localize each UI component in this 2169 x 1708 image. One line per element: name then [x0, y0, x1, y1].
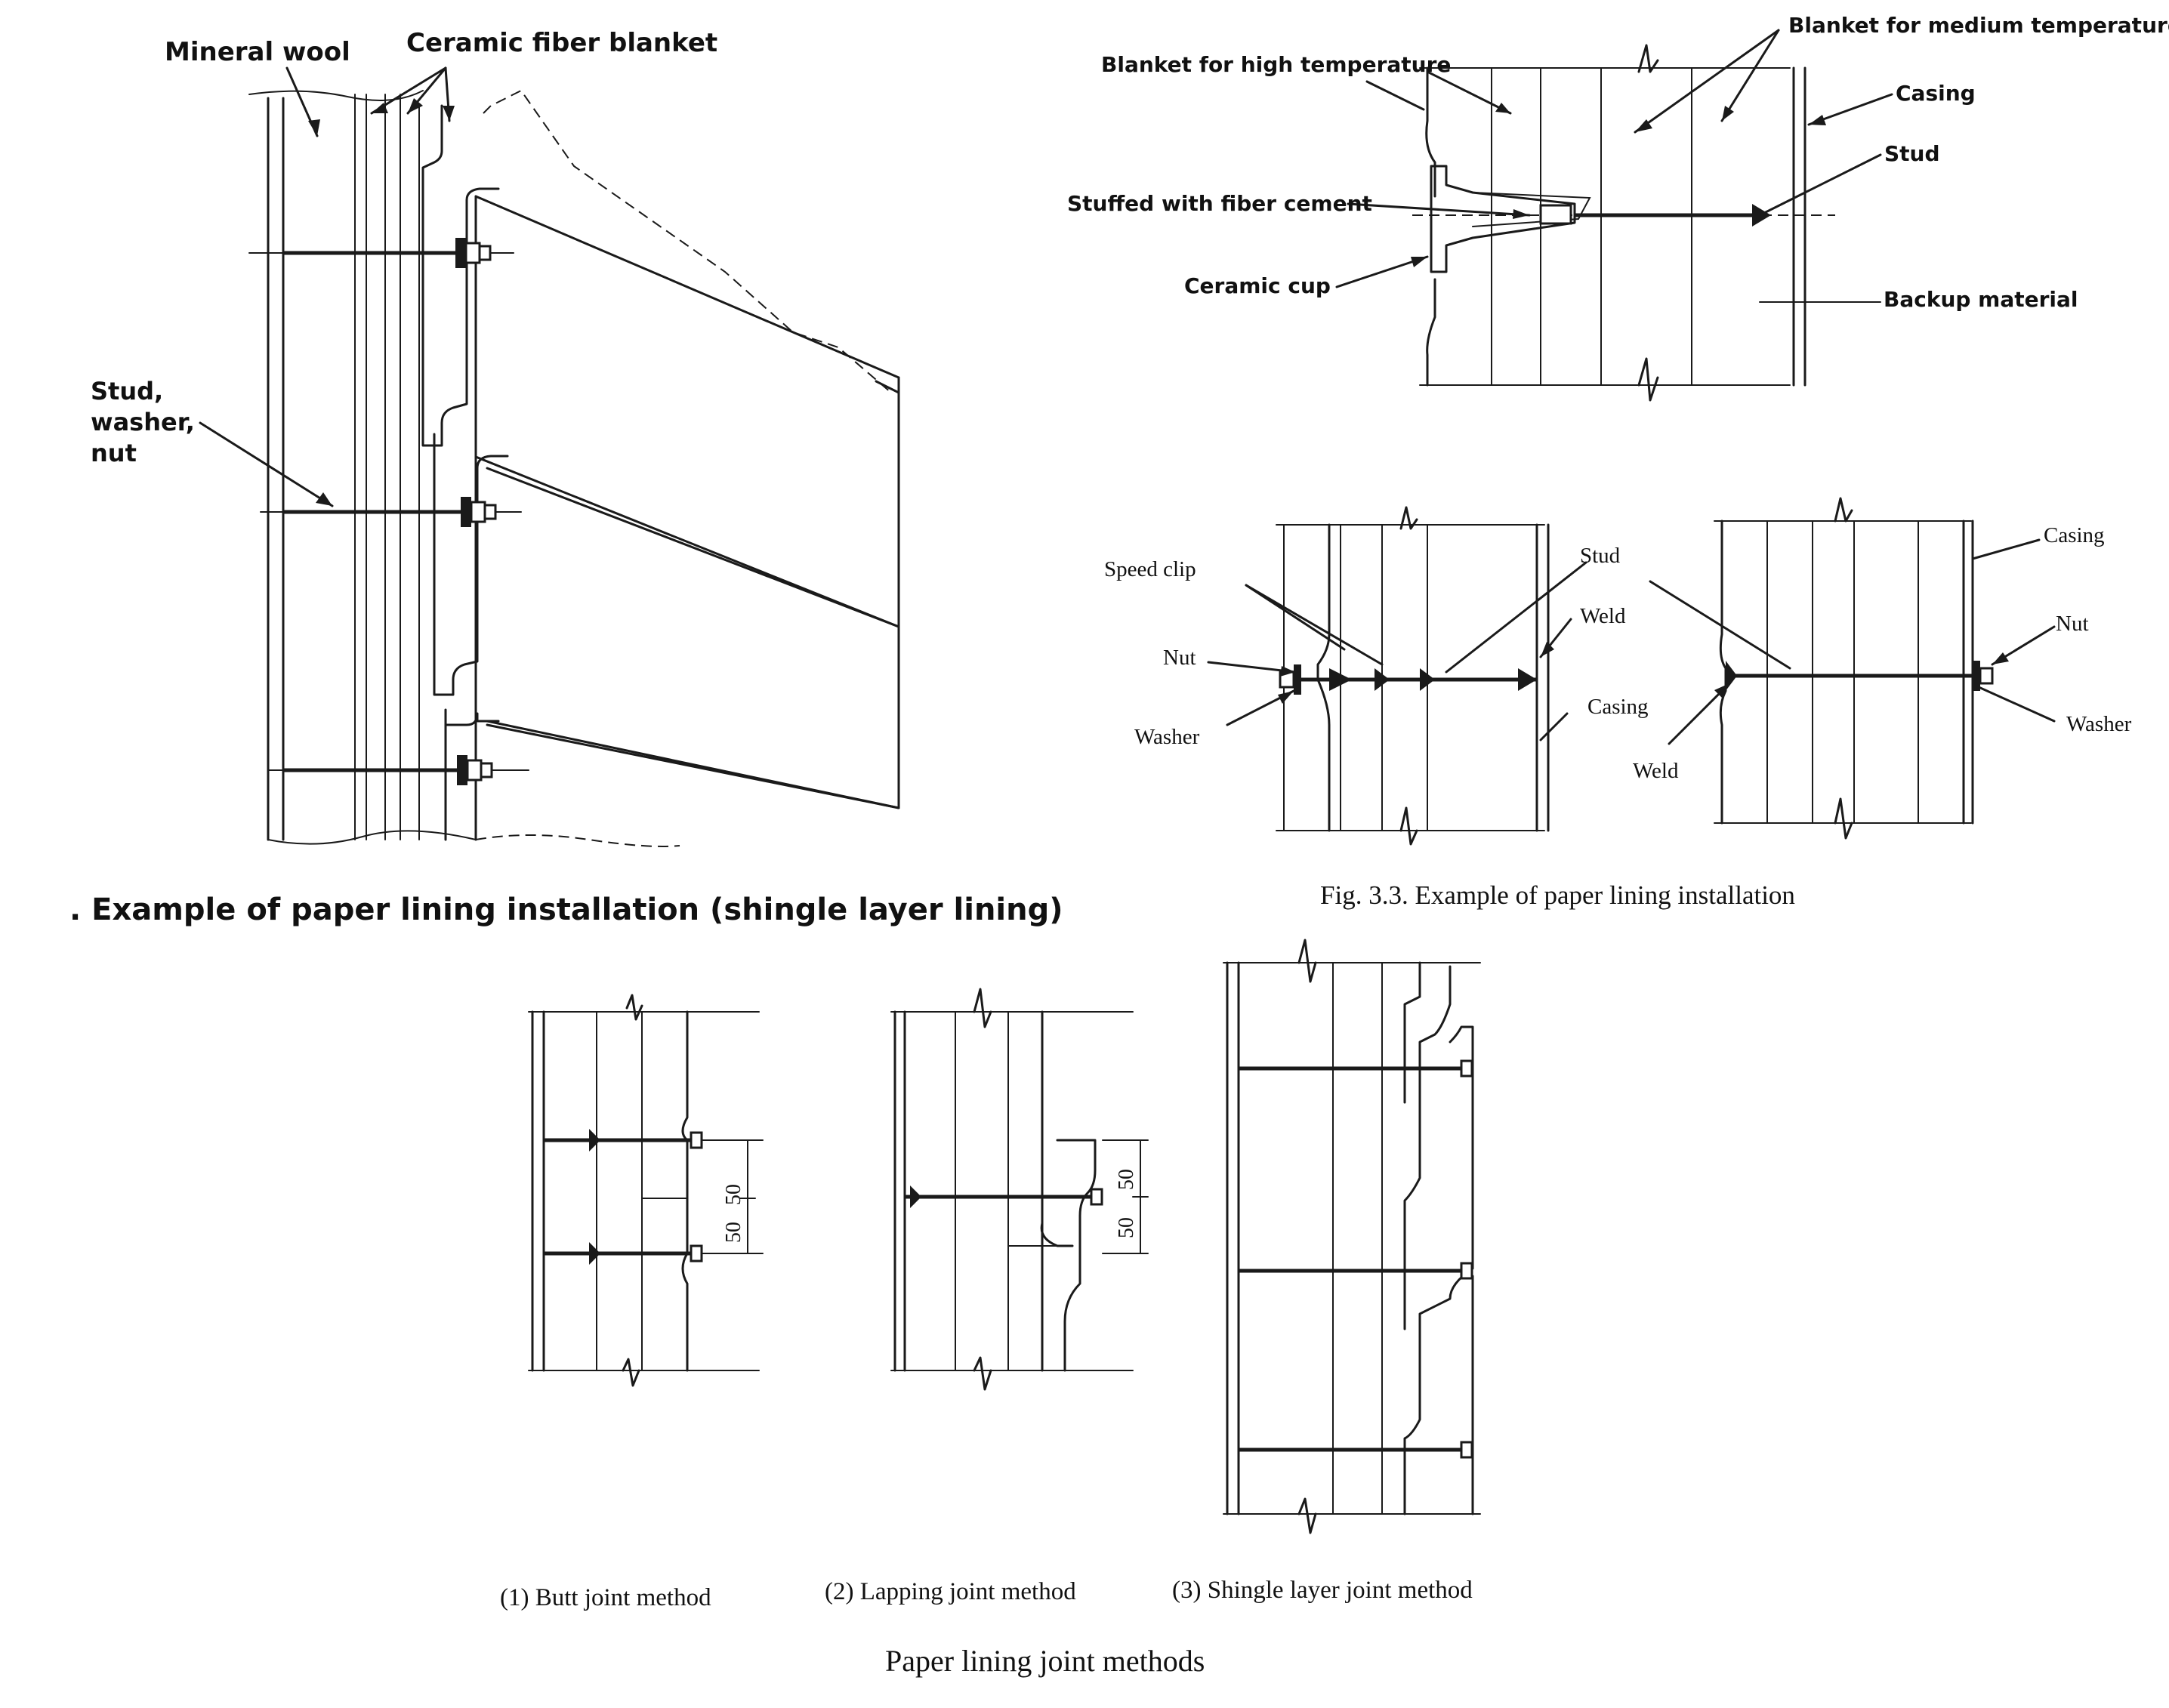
stud-nut-washer-diagram [1649, 497, 2056, 840]
label-stuffed-fiber-cement: Stuffed with fiber cement [1067, 191, 1372, 216]
label-washer-right: Washer [2066, 712, 2132, 736]
stud-3 [267, 755, 529, 785]
label-blanket-medium: Blanket for medium temperature [1788, 13, 2169, 38]
dimension-butt-b: 50 [722, 1222, 745, 1243]
lapping-joint-diagram [890, 988, 1149, 1391]
label-stud-mid: Stud [1580, 544, 1621, 568]
caption-lapping-joint: (2) Lapping joint method [825, 1578, 1076, 1605]
label-washer-left: Washer [1134, 725, 1200, 749]
dimension-lap-a: 50 [1115, 1169, 1138, 1190]
label-nut-left: Nut [1163, 646, 1196, 670]
dimension-lap-b: 50 [1115, 1217, 1138, 1238]
label-weld-left: Weld [1580, 604, 1626, 628]
label-stud: Stud [1884, 141, 1940, 166]
label-casing-right: Casing [2044, 523, 2105, 547]
label-blanket-high: Blanket for high temperature [1101, 52, 1452, 77]
label-speed-clip: Speed clip [1104, 557, 1196, 581]
caption-shingle-joint: (3) Shingle layer joint method [1172, 1577, 1473, 1604]
caption-fig-3-3: Fig. 3.3. Example of paper lining instal… [1320, 880, 1795, 910]
label-casing: Casing [1896, 81, 1976, 106]
label-ceramic-cup: Ceramic cup [1184, 273, 1331, 298]
caption-joint-methods: Paper lining joint methods [885, 1644, 1205, 1678]
shingle-lining-diagram [199, 66, 900, 847]
shingle-joint-diagram [1223, 939, 1481, 1534]
label-weld-right: Weld [1633, 759, 1679, 783]
label-stud: Stud, [91, 377, 164, 405]
label-backup-material: Backup material [1884, 287, 2078, 312]
caption-left: . Example of paper lining installation (… [69, 893, 1063, 927]
butt-joint-diagram [528, 994, 764, 1387]
label-washer: washer, [91, 408, 195, 436]
stud-2 [260, 497, 522, 527]
label-nut-right: Nut [2056, 612, 2089, 636]
stud-1 [248, 238, 514, 268]
label-mineral-wool: Mineral wool [165, 37, 350, 67]
speed-clip-diagram [1207, 506, 1587, 846]
ceramic-cup-diagram [1335, 29, 1893, 402]
label-ceramic-fiber-blanket: Ceramic fiber blanket [406, 28, 718, 58]
label-nut: nut [91, 439, 137, 467]
caption-butt-joint: (1) Butt joint method [500, 1584, 711, 1611]
dimension-butt-a: 50 [722, 1184, 745, 1205]
label-casing-left: Casing [1587, 695, 1649, 719]
